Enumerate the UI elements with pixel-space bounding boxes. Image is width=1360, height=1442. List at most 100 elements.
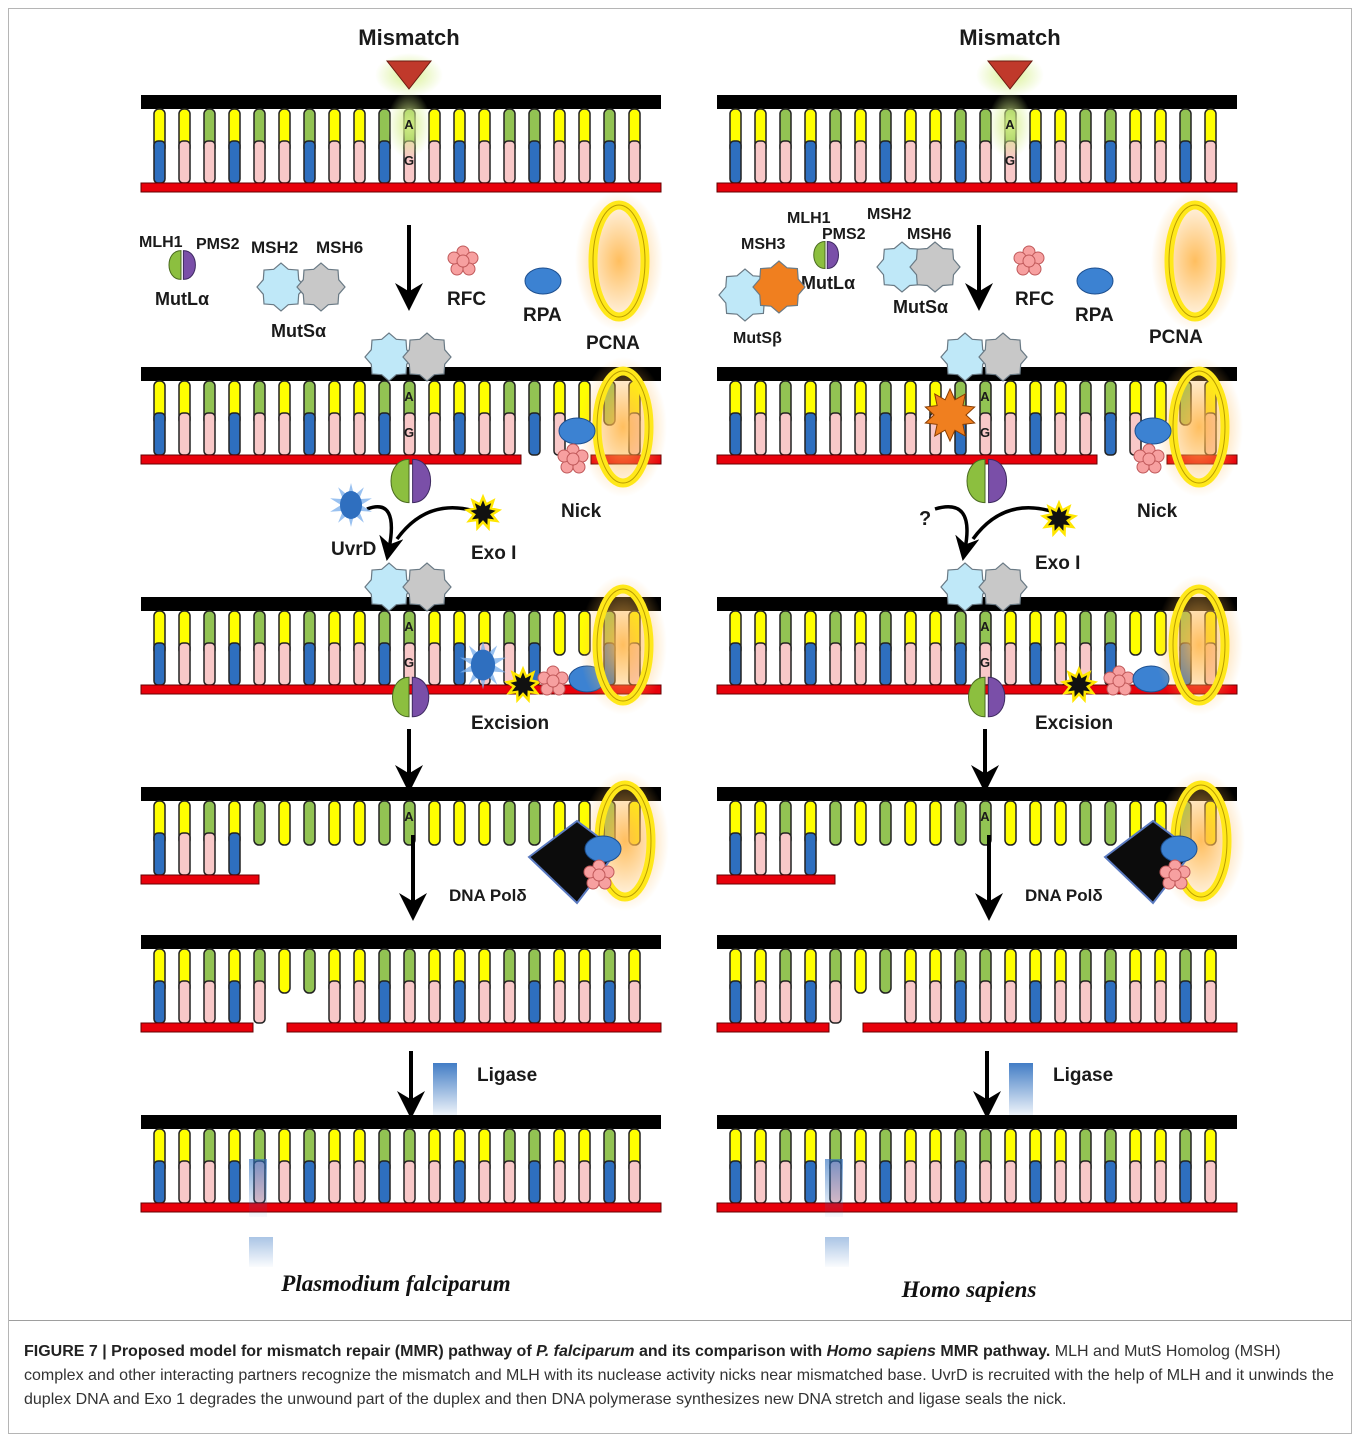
bottom-base — [1005, 643, 1016, 685]
bottom-base — [880, 1161, 891, 1203]
bottom-strand-backbone — [141, 1023, 253, 1032]
top-base — [304, 949, 315, 993]
bottom-strand-backbone — [717, 875, 835, 884]
mismatch-label: Mismatch — [358, 25, 459, 50]
bottom-base — [805, 643, 816, 685]
bottom-base — [304, 1161, 315, 1203]
bottom-base — [279, 1161, 290, 1203]
bottom-base — [554, 1161, 565, 1203]
bottom-base — [329, 981, 340, 1023]
top-base — [880, 949, 891, 993]
dna-row-mismatch: AG — [141, 91, 661, 192]
mutla-label: MutLα — [801, 273, 855, 293]
bottom-base — [204, 413, 215, 455]
top-base — [1080, 801, 1091, 845]
bottom-base — [429, 413, 440, 455]
bottom-base — [905, 643, 916, 685]
uvrd-protein — [340, 491, 362, 519]
bottom-base — [730, 981, 741, 1023]
mlh1-label: MLH1 — [139, 234, 183, 251]
caption-title-start: FIGURE 7 | Proposed model for mismatch r… — [24, 1343, 536, 1360]
bottom-base — [504, 981, 515, 1023]
mlh1-excision — [969, 677, 986, 717]
base-g-label: G — [404, 153, 414, 168]
bottom-base — [830, 643, 841, 685]
bottom-base — [379, 643, 390, 685]
bottom-base — [855, 643, 866, 685]
top-strand-backbone — [717, 95, 1237, 109]
bottom-base — [930, 141, 941, 183]
exo1-protein — [1043, 503, 1075, 534]
bottom-base — [204, 981, 215, 1023]
base-a-label: A — [404, 117, 414, 132]
bottom-base — [805, 413, 816, 455]
top-base — [354, 801, 365, 845]
bottom-base — [1030, 981, 1041, 1023]
msh6-protein — [297, 263, 345, 311]
bottom-base — [1105, 981, 1116, 1023]
bottom-base — [479, 981, 490, 1023]
bottom-base — [880, 413, 891, 455]
bottom-base — [955, 981, 966, 1023]
bottom-strand-backbone — [141, 1203, 661, 1212]
bottom-base — [1055, 141, 1066, 183]
bottom-base — [780, 1161, 791, 1203]
bottom-base — [579, 1161, 590, 1203]
bottom-base — [404, 1161, 415, 1203]
bottom-base — [479, 413, 490, 455]
msh6-protein — [910, 242, 960, 292]
top-base — [1030, 801, 1041, 845]
ligase-label: Ligase — [1053, 1065, 1113, 1086]
base-g-label: G — [404, 425, 414, 440]
mismatch-label: Mismatch — [959, 25, 1060, 50]
nick-label: Nick — [561, 501, 602, 522]
top-base — [905, 801, 916, 845]
bottom-base — [329, 1161, 340, 1203]
top-base — [529, 801, 540, 845]
bottom-base — [354, 1161, 365, 1203]
bottom-base — [1205, 141, 1216, 183]
bottom-base — [304, 643, 315, 685]
pms2-protein — [827, 242, 838, 269]
caption-species-2: Homo sapiens — [827, 1343, 936, 1360]
rpa-protein — [1161, 836, 1197, 862]
bottom-base — [1155, 1161, 1166, 1203]
bottom-base — [254, 141, 265, 183]
rfc-label: RFC — [1015, 289, 1054, 310]
bottom-base — [830, 141, 841, 183]
bottom-base — [905, 981, 916, 1023]
mlh1-protein — [814, 242, 825, 269]
pcna-label: PCNA — [1149, 327, 1203, 348]
bottom-base — [880, 141, 891, 183]
bottom-base — [830, 413, 841, 455]
bottom-base — [1180, 1161, 1191, 1203]
bottom-base — [780, 141, 791, 183]
top-base — [279, 949, 290, 993]
bottom-base — [780, 643, 791, 685]
nick-label: Nick — [1137, 501, 1178, 522]
msh6-label: MSH6 — [316, 238, 363, 257]
top-strand-backbone — [141, 1115, 661, 1129]
top-base — [429, 801, 440, 845]
bottom-base — [1055, 643, 1066, 685]
mutsa-label: MutSα — [893, 297, 948, 317]
bottom-base — [629, 141, 640, 183]
bottom-base — [179, 643, 190, 685]
bottom-strand-backbone — [717, 1023, 829, 1032]
bottom-base — [454, 981, 465, 1023]
bottom-base — [930, 981, 941, 1023]
bottom-base — [730, 643, 741, 685]
base-a-label: A — [404, 619, 414, 634]
bottom-base — [479, 1161, 490, 1203]
ligase-seal-mark — [825, 1159, 843, 1217]
bottom-base — [504, 1161, 515, 1203]
bottom-base — [980, 141, 991, 183]
rfc-complex — [538, 666, 568, 695]
top-base — [880, 801, 891, 845]
bottom-base — [805, 981, 816, 1023]
top-base — [930, 801, 941, 845]
bottom-base — [354, 413, 365, 455]
bottom-base — [1155, 981, 1166, 1023]
bottom-base — [1055, 1161, 1066, 1203]
bottom-base — [980, 1161, 991, 1203]
